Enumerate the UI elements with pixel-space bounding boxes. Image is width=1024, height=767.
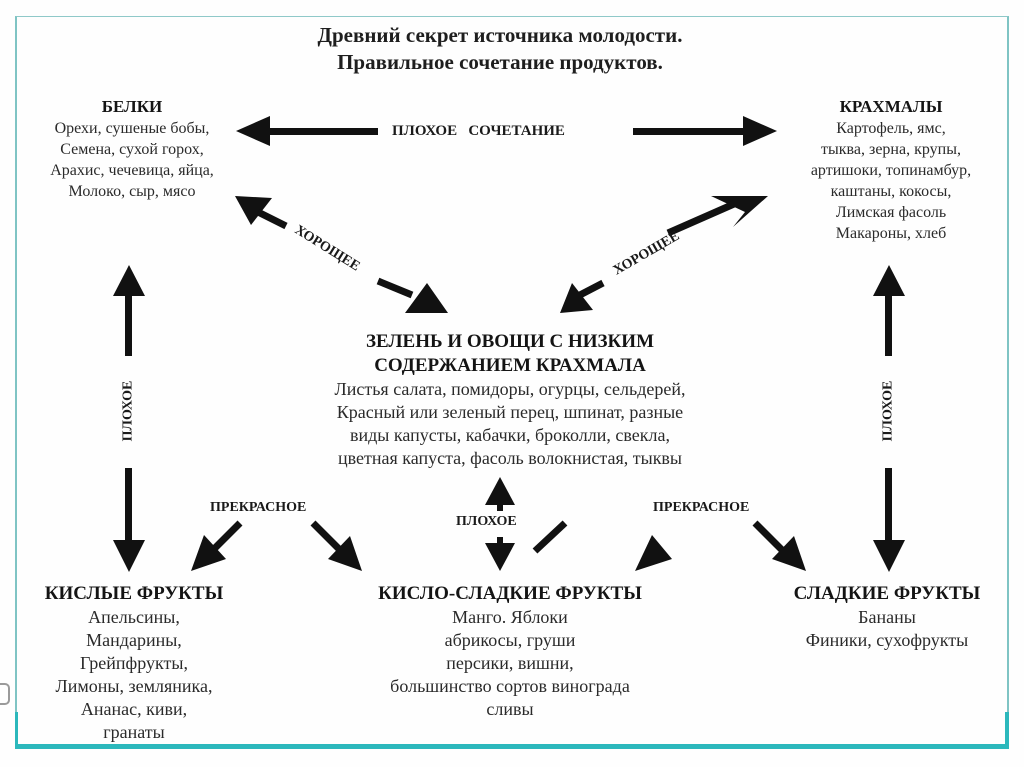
arrowhead-down-right xyxy=(328,536,362,571)
arrowhead-down-left xyxy=(635,535,672,571)
group-proteins-item: Молоко, сыр, мясо xyxy=(68,183,196,200)
group-sweet-sour-fruits-item: сливы xyxy=(486,699,534,719)
group-sweet-sour-fruits-item: персики, вишни, xyxy=(446,653,574,673)
group-sweet-sour-fruits: КИСЛО-СЛАДКИЕ ФРУКТЫ Манго. Яблоки абрик… xyxy=(330,582,690,721)
group-proteins-item: Орехи, сушеные бобы, xyxy=(54,120,210,137)
arrowhead-up xyxy=(113,265,145,296)
group-starches-item: Картофель, ямс, xyxy=(836,120,946,137)
group-starches-item: тыква, зерна, крупы, xyxy=(821,141,961,158)
slide-frame-corner-right xyxy=(1005,712,1009,748)
label-proteins-starches: ПЛОХОЕ СОЧЕТАНИЕ xyxy=(388,123,569,140)
arrow-shaft xyxy=(209,520,243,554)
group-sweet-sour-fruits-item: абрикосы, груши xyxy=(444,630,576,650)
arrow-proteins-starches xyxy=(236,116,777,146)
group-sour-fruits-item: Апельсины, xyxy=(88,607,180,627)
slide-frame xyxy=(15,16,1009,748)
group-sweet-fruits-item: Бананы xyxy=(858,607,916,627)
group-greens-item: Красный или зеленый перец, шпинат, разны… xyxy=(336,402,684,422)
label-greens-sweetsour: ПЛОХОЕ xyxy=(456,514,517,530)
arrow-shaft xyxy=(532,520,568,554)
arrowhead-down-left xyxy=(191,535,226,571)
group-sweet-sour-fruits-heading: КИСЛО-СЛАДКИЕ ФРУКТЫ xyxy=(378,583,642,604)
arrowhead-up-left xyxy=(235,196,272,225)
group-sweet-fruits-item: Финики, сухофрукты xyxy=(805,630,969,650)
slide-scroll-handle xyxy=(0,683,10,705)
title-line-1: Древний секрет источника молодости. xyxy=(317,23,683,47)
arrowhead-down-left xyxy=(560,283,593,313)
arrow-prekrasnoe-left xyxy=(191,520,362,571)
group-greens-item: Листья салата, помидоры, огурцы, сельдер… xyxy=(334,379,686,399)
group-sour-fruits-item: гранаты xyxy=(103,722,165,742)
group-sour-fruits-heading: КИСЛЫЕ ФРУКТЫ xyxy=(44,583,224,604)
group-greens-heading-line-1: ЗЕЛЕНЬ И ОВОЩИ С НИЗКИМ xyxy=(365,331,655,352)
arrow-shaft-top xyxy=(497,503,503,511)
arrowhead-up xyxy=(873,265,905,296)
diagram-title: Древний секрет источника молодости. Прав… xyxy=(200,22,800,76)
group-greens: ЗЕЛЕНЬ И ОВОЩИ С НИЗКИМ СОДЕРЖАНИЕМ КРАХ… xyxy=(250,330,770,470)
arrowhead-down-right xyxy=(405,283,448,313)
arrow-shaft xyxy=(376,277,414,299)
arrow-shaft xyxy=(576,279,605,300)
arrow-shaft xyxy=(666,200,736,237)
arrowhead-up xyxy=(485,477,515,505)
group-starches: КРАХМАЛЫ Картофель, ямс, тыква, зерна, к… xyxy=(776,96,1006,244)
arrowhead-right xyxy=(743,116,777,146)
arrow-proteins-greens xyxy=(235,196,448,313)
arrow-shaft-top xyxy=(125,294,132,356)
group-sour-fruits-item: Ананас, киви, xyxy=(80,699,188,719)
arrow-shaft-bottom xyxy=(125,468,132,540)
arrowhead-down xyxy=(873,540,905,572)
label-prekrasnoe-right: ПРЕКРАСНОЕ xyxy=(653,500,750,516)
arrowhead-down xyxy=(485,543,515,571)
group-sweet-fruits-heading: СЛАДКИЕ ФРУКТЫ xyxy=(793,583,981,604)
group-sweet-sour-fruits-item: большинство сортов винограда xyxy=(390,676,630,696)
group-sweet-fruits: СЛАДКИЕ ФРУКТЫ Бананы Финики, сухофрукты xyxy=(762,582,1012,652)
group-proteins-heading: БЕЛКИ xyxy=(101,97,163,116)
group-sour-fruits: КИСЛЫЕ ФРУКТЫ Апельсины, Мандарины, Грей… xyxy=(14,582,254,744)
arrow-shaft-right xyxy=(633,128,743,135)
arrow-prekrasnoe-right xyxy=(532,520,806,571)
arrowhead-up-right xyxy=(711,196,768,227)
group-greens-item: цветная капуста, фасоль волокнистая, тык… xyxy=(337,448,683,468)
group-greens-heading-line-2: СОДЕРЖАНИЕМ КРАХМАЛА xyxy=(374,355,646,376)
group-greens-item: виды капусты, кабачки, броколли, свекла, xyxy=(350,425,670,445)
arrow-shaft-bottom xyxy=(497,537,503,545)
group-proteins-item: Семена, сухой горох, xyxy=(60,141,204,158)
group-proteins: БЕЛКИ Орехи, сушеные бобы, Семена, сухой… xyxy=(22,96,242,202)
group-starches-item: Лимская фасоль xyxy=(835,204,947,221)
arrow-shaft xyxy=(256,208,288,230)
label-prekrasnoe-left: ПРЕКРАСНОЕ xyxy=(210,500,307,516)
group-starches-item: Макароны, хлеб xyxy=(835,225,947,242)
group-sour-fruits-item: Грейпфрукты, xyxy=(80,653,188,673)
arrow-starches-greens xyxy=(560,196,768,313)
group-sour-fruits-item: Лимоны, земляника, xyxy=(55,676,213,696)
group-sour-fruits-item: Мандарины, xyxy=(86,630,182,650)
group-starches-heading: КРАХМАЛЫ xyxy=(839,97,943,116)
group-sweet-sour-fruits-item: Манго. Яблоки xyxy=(452,607,568,627)
group-proteins-item: Арахис, чечевица, яйца, xyxy=(50,162,214,179)
arrow-shaft-bottom xyxy=(885,468,892,540)
arrow-starches-sweet xyxy=(873,265,905,572)
arrow-shaft xyxy=(752,520,786,554)
group-starches-item: артишоки, топинамбур, xyxy=(810,162,972,179)
label-starches-sweet: ПЛОХОЕ xyxy=(880,380,897,442)
arrow-greens-sweetsour xyxy=(485,477,515,571)
arrow-proteins-sour xyxy=(113,265,145,572)
slide-frame-corner-left xyxy=(15,712,18,748)
title-line-2: Правильное сочетание продуктов. xyxy=(337,50,663,74)
arrowhead-down xyxy=(113,540,145,572)
arrowhead-down-right xyxy=(772,536,806,571)
arrowhead-left xyxy=(236,116,270,146)
slide-frame-bottom-accent xyxy=(15,744,1009,749)
label-proteins-sour: ПЛОХОЕ xyxy=(120,380,137,442)
arrow-shaft xyxy=(310,520,343,553)
arrow-shaft-top xyxy=(885,294,892,356)
arrow-shaft-left xyxy=(268,128,378,135)
group-starches-item: каштаны, кокосы, xyxy=(830,183,952,200)
